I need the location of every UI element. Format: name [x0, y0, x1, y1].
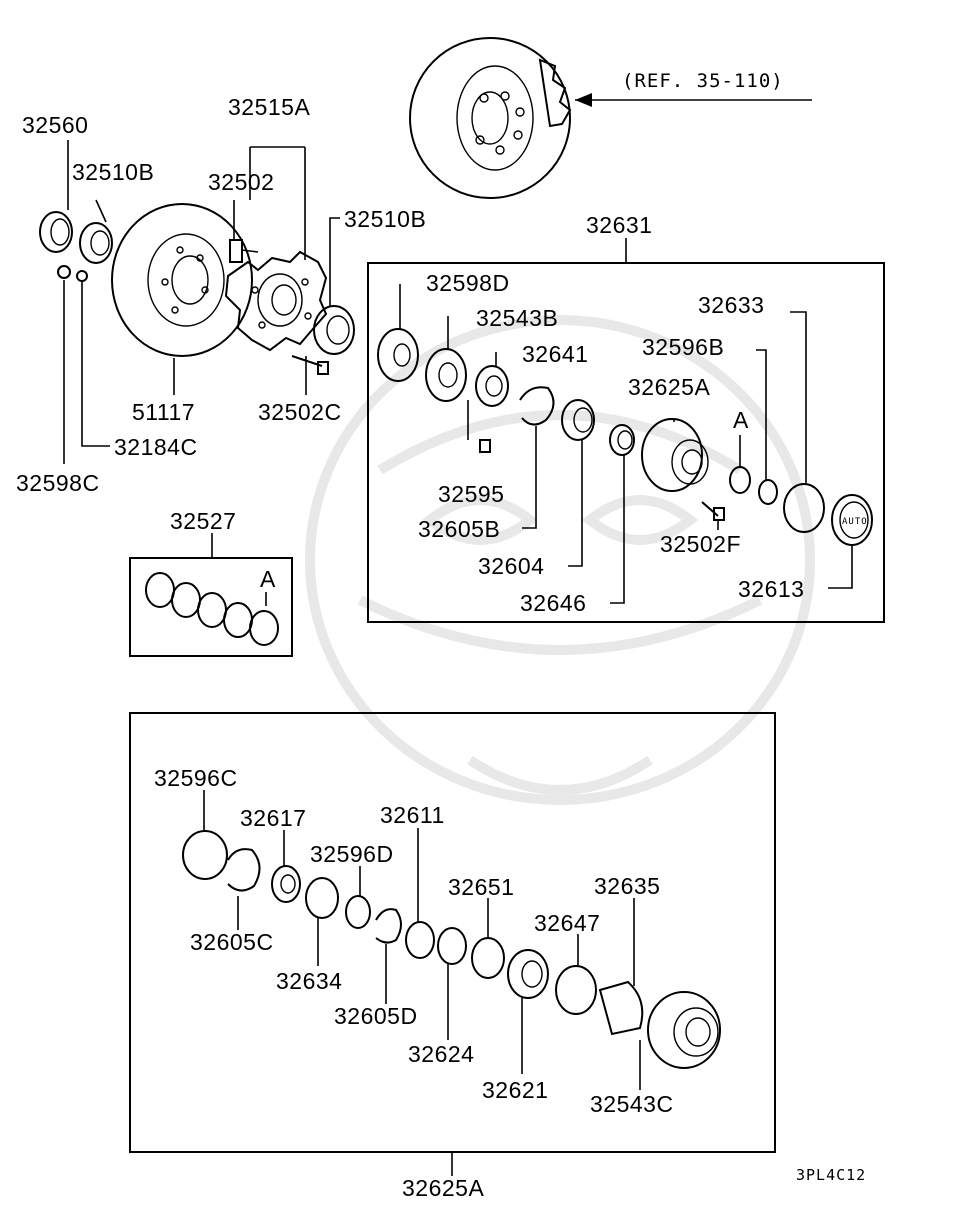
gasket-32543B [425, 348, 467, 402]
label-32502F: 32502F [660, 531, 741, 557]
ring-32647 [555, 965, 597, 1015]
ref-label: (REF. 35-110) [622, 70, 784, 92]
label-32625A-upper: 32625A [628, 374, 710, 400]
marker-A-lower: A [260, 566, 276, 592]
parts-row-32625A [182, 830, 721, 1069]
label-32502: 32502 [208, 169, 274, 195]
label-32598C: 32598C [16, 470, 100, 496]
label-32596B: 32596B [642, 334, 724, 360]
label-32515A: 32515A [228, 94, 310, 120]
hub-32515A [224, 250, 328, 352]
ref-brake-disc [409, 37, 572, 199]
label-32543C: 32543C [590, 1091, 674, 1117]
bearing-32617 [271, 865, 301, 903]
label-32621: 32621 [482, 1077, 548, 1103]
label-32596D: 32596D [310, 841, 394, 867]
snap-ring-32605B [519, 386, 555, 426]
housing-32543C [647, 991, 721, 1069]
ring-32596B [758, 479, 778, 505]
diagram-code: 3PL4C12 [796, 1166, 866, 1184]
ring-32624 [437, 927, 467, 965]
label-32510B-right: 32510B [344, 206, 426, 232]
label-32510B-left: 32510B [72, 159, 154, 185]
brake-disc-51117 [111, 203, 253, 357]
bolt-32595 [479, 439, 491, 453]
label-32625A-bottom: 32625A [402, 1175, 484, 1201]
snap-ring-32605C [227, 848, 261, 892]
hub-body-32625A [641, 418, 709, 492]
label-32596C: 32596C [154, 765, 238, 791]
label-32633: 32633 [698, 292, 764, 318]
bolt-32502F [701, 501, 725, 521]
ring-32634 [305, 877, 339, 919]
label-32617: 32617 [240, 805, 306, 831]
gear-32621 [507, 949, 549, 999]
label-32543B: 32543B [476, 305, 558, 331]
washer-set-32527 [145, 572, 279, 646]
label-32595: 32595 [438, 481, 504, 507]
label-32631: 32631 [586, 212, 652, 238]
washer-32641 [475, 365, 509, 407]
snap-ring-32605D [375, 908, 402, 944]
label-32605B: 32605B [418, 516, 500, 542]
ring-32596C [182, 830, 228, 880]
cap-32613: AUTO [831, 494, 873, 546]
marker-A-upper: A [733, 407, 749, 433]
o-ring-32633 [783, 483, 825, 533]
hub-bolt-32502 [229, 239, 259, 263]
label-32611: 32611 [380, 802, 445, 828]
label-32184C: 32184C [114, 434, 198, 460]
label-32635: 32635 [594, 873, 660, 899]
label-32598D: 32598D [426, 270, 510, 296]
gasket-32598D [377, 328, 419, 382]
bolt-32502C [291, 355, 329, 375]
oil-seal-32560 [39, 211, 73, 253]
label-32624: 32624 [408, 1041, 474, 1067]
bearing-32510B-right [313, 305, 355, 355]
label-32502C: 32502C [258, 399, 342, 425]
cap-auto-text: AUTO [842, 517, 868, 527]
watermark-emblem [305, 315, 815, 805]
label-32605C: 32605C [190, 929, 274, 955]
washer-32184C [76, 270, 88, 282]
label-32613: 32613 [738, 576, 804, 602]
ring-32611 [405, 921, 435, 959]
ring-32596D [345, 895, 371, 929]
label-32605D: 32605D [334, 1003, 418, 1029]
label-32646: 32646 [520, 590, 586, 616]
label-32604: 32604 [478, 553, 544, 579]
washer-A [729, 466, 751, 494]
ring-32604 [561, 399, 595, 441]
label-32527: 32527 [170, 508, 236, 534]
nut-32598C [57, 265, 71, 279]
ring-32646 [609, 424, 635, 456]
bearing-32510B-left [79, 222, 113, 264]
label-32651: 32651 [448, 874, 514, 900]
label-32560: 32560 [22, 112, 88, 138]
label-51117: 51117 [132, 399, 195, 425]
label-32634: 32634 [276, 968, 342, 994]
ring-32651 [471, 937, 505, 979]
label-32647: 32647 [534, 910, 600, 936]
kit-box-32527 [129, 557, 293, 657]
sleeve-32635 [598, 980, 644, 1036]
label-32641: 32641 [522, 341, 588, 367]
